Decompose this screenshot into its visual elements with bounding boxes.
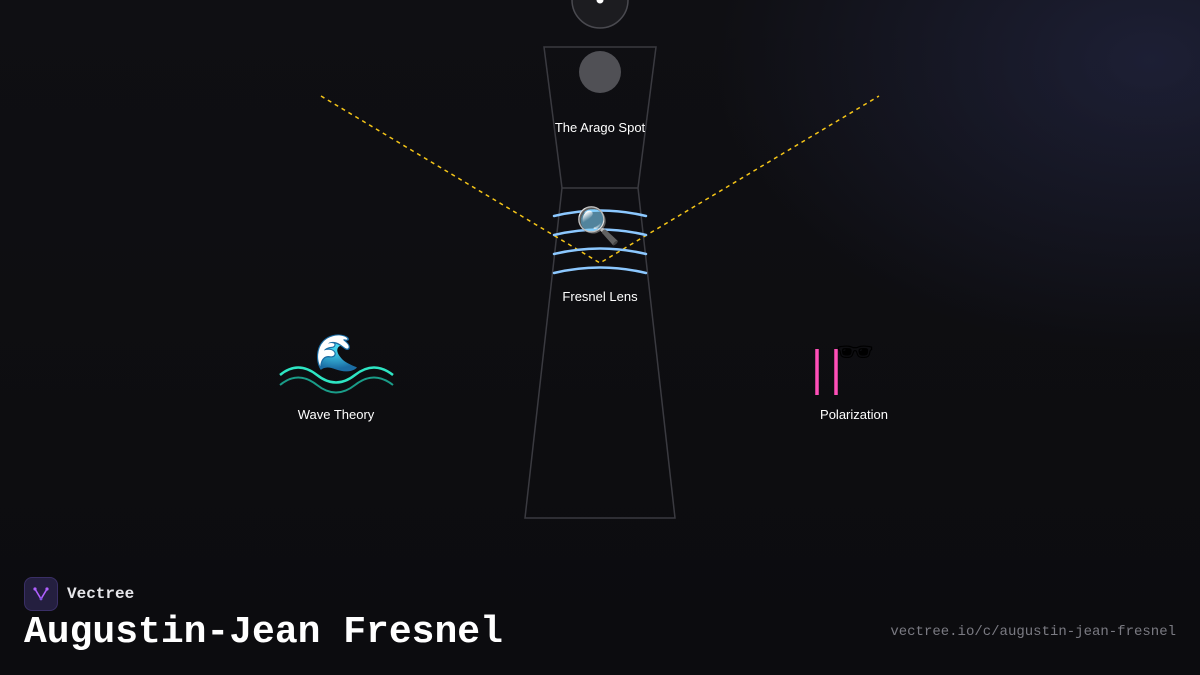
lens-arcs [552,209,648,275]
top-node-dot [596,0,604,4]
water-wave-icon: 🌊 [314,333,360,374]
wave-line-secondary [279,376,394,394]
top-node-circle[interactable] [571,0,629,29]
hourglass-outline [524,46,676,519]
page-url[interactable]: vectree.io/c/augustin-jean-fresnel [890,624,1176,640]
sunglasses-icon: 🕶 [835,335,875,370]
wave-line-primary [279,366,394,384]
brand-name: Vectree [67,585,135,603]
vectree-logo-icon [24,577,58,611]
polarization-label[interactable]: Polarization [820,407,888,422]
fresnel-lens-label[interactable]: Fresnel Lens [562,289,638,304]
brand: Vectree [24,577,134,611]
arago-spot-label[interactable]: The Arago Spot [554,120,646,135]
magnifying-glass-icon: 🔍 [575,206,621,247]
arago-spot-circle[interactable] [579,51,621,93]
page-title: Augustin-Jean Fresnel [24,611,503,654]
wave-theory-label[interactable]: Wave Theory [297,407,375,422]
